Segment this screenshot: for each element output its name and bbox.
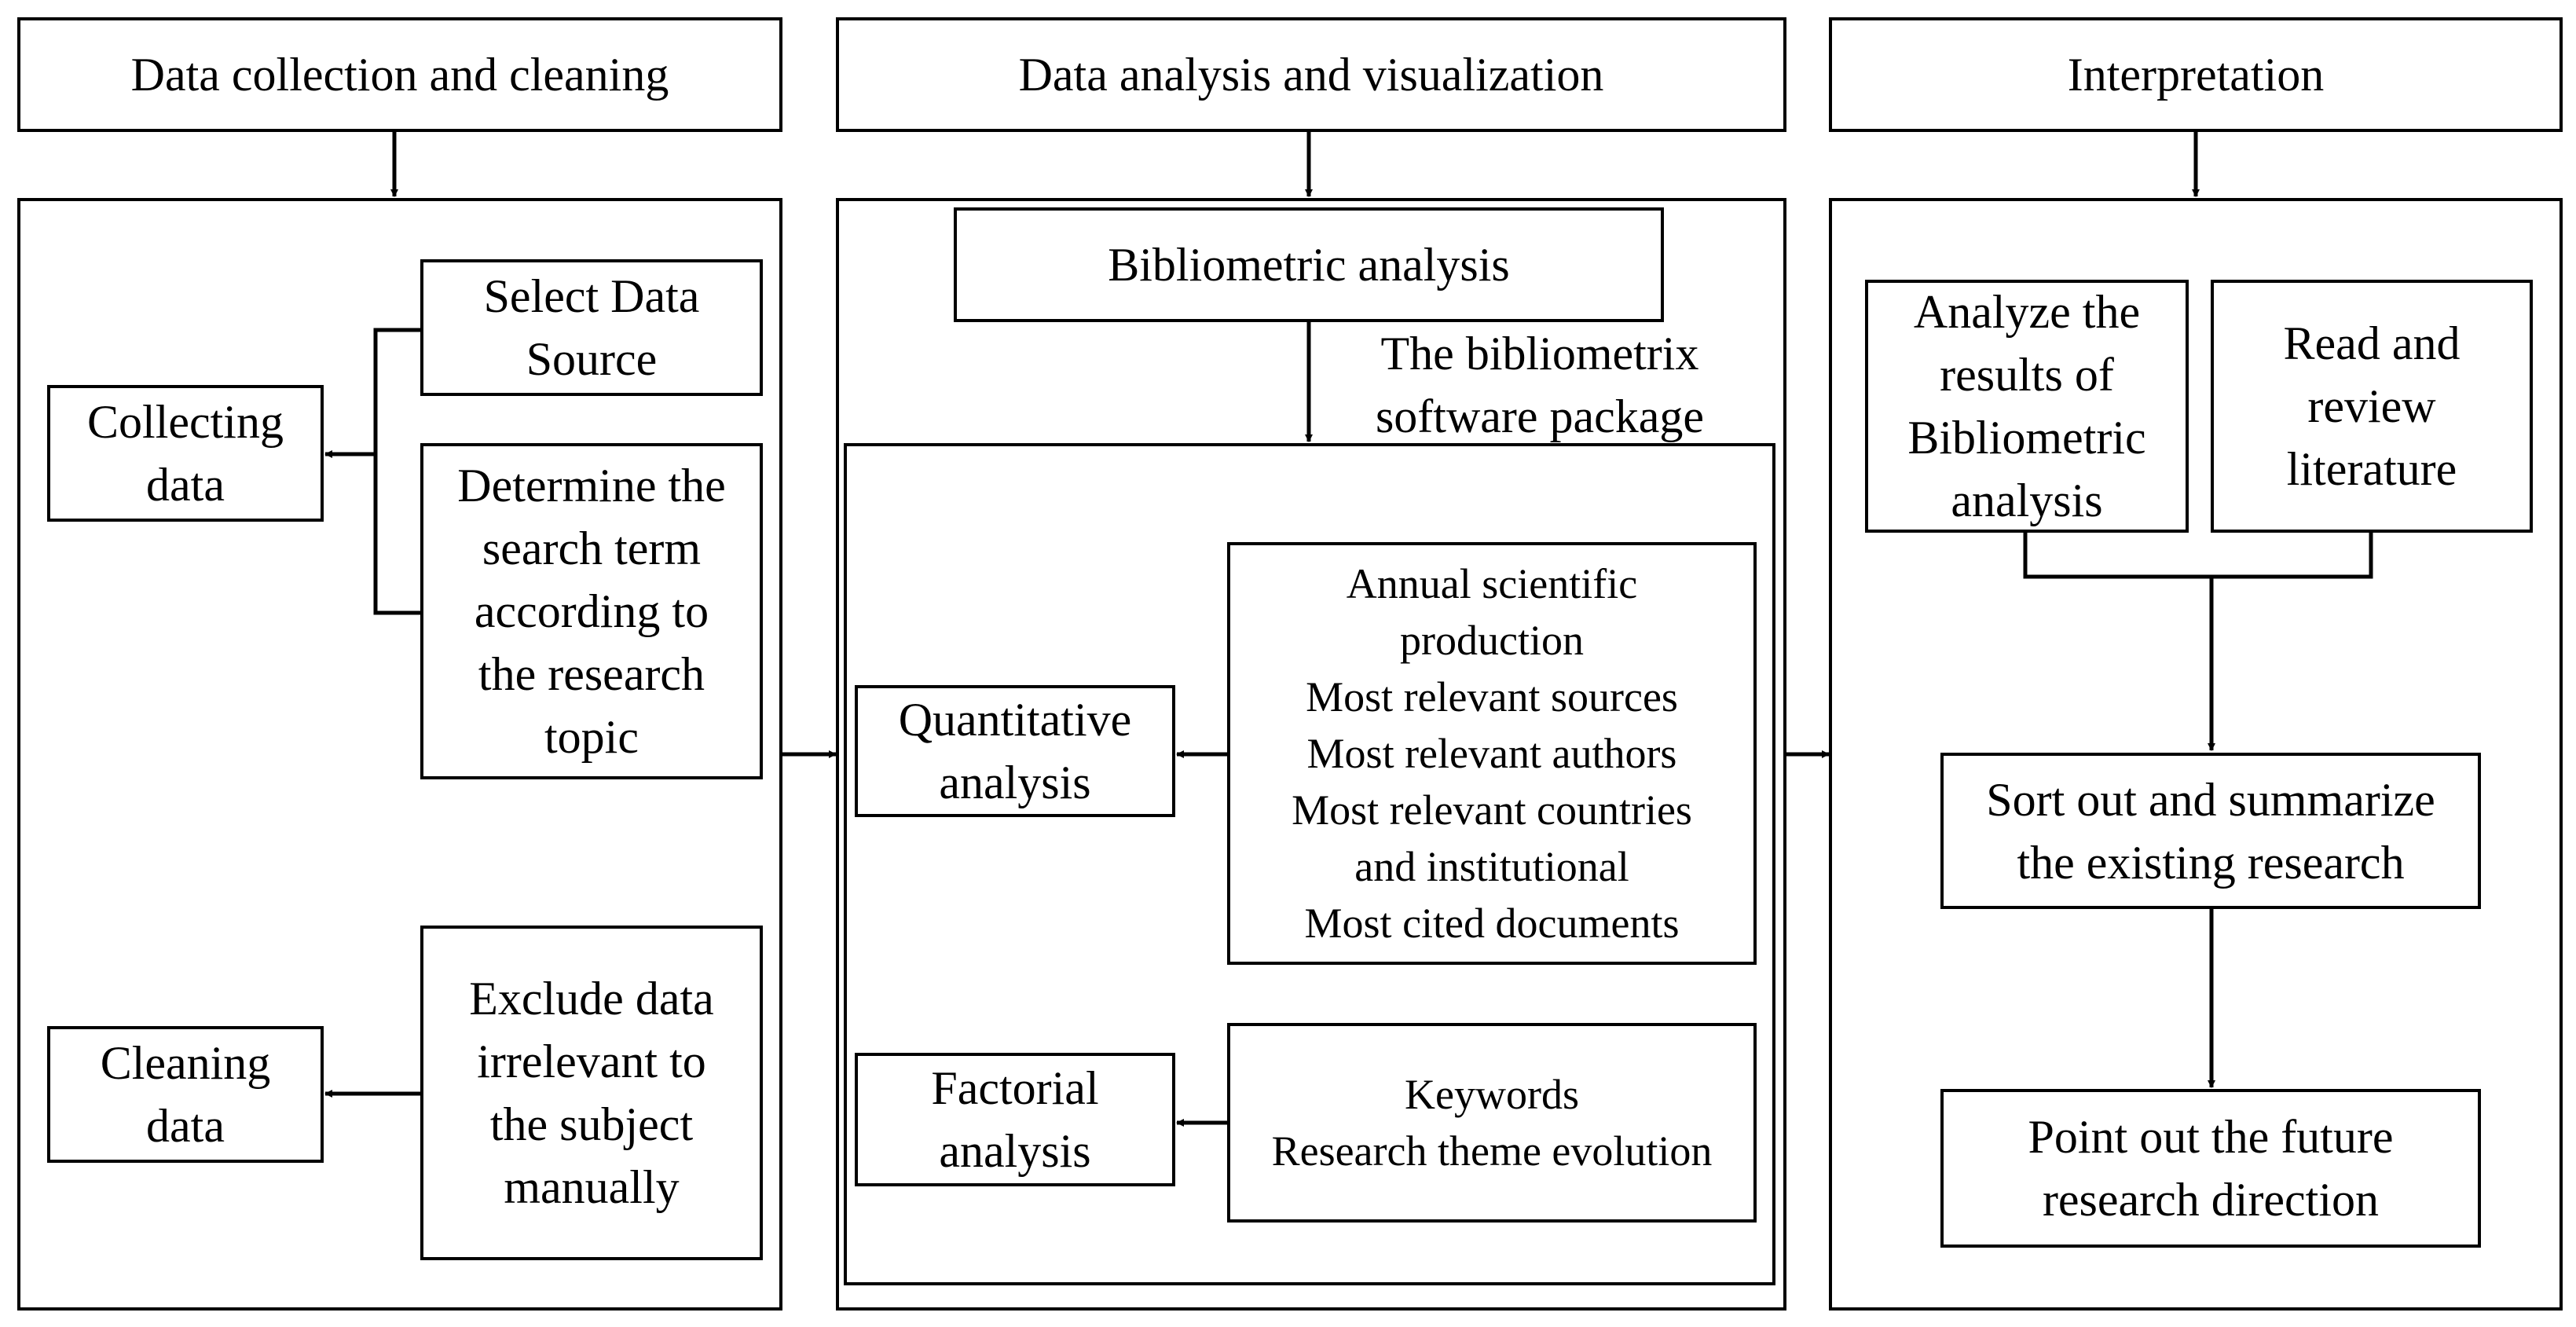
software-package-label: The bibliometrix software package bbox=[1336, 322, 1744, 448]
quantitative-analysis-box: Quantitative analysis bbox=[855, 685, 1175, 817]
fact-item-1: Keywords bbox=[1405, 1071, 1579, 1118]
bracket-collecting bbox=[373, 328, 420, 615]
quantitative-line-1: Quantitative bbox=[898, 694, 1132, 746]
quant-item-5: Most relevant countries bbox=[1292, 786, 1692, 834]
read-review-box: Read and review literature bbox=[2211, 280, 2533, 533]
search-term-line-1: Determine the bbox=[457, 460, 726, 511]
quantitative-line-2: analysis bbox=[939, 757, 1091, 808]
stage-header-analysis: Data analysis and visualization bbox=[836, 17, 1786, 132]
exclude-line-4: manually bbox=[504, 1161, 680, 1213]
stage-title-collection: Data collection and cleaning bbox=[130, 49, 669, 101]
exclude-line-3: the subject bbox=[489, 1098, 694, 1150]
factorial-analysis-box: Factorial analysis bbox=[855, 1053, 1175, 1186]
future-line-1: Point out the future bbox=[2028, 1111, 2394, 1163]
quant-item-2: production bbox=[1400, 617, 1584, 664]
read-line-1: Read and bbox=[2283, 317, 2461, 369]
bibliometric-label: Bibliometric analysis bbox=[1108, 239, 1510, 291]
factorial-line-2: analysis bbox=[939, 1125, 1091, 1177]
factorial-items-box: Keywords Research theme evolution bbox=[1227, 1023, 1757, 1223]
analyze-results-box: Analyze the results of Bibliometric anal… bbox=[1865, 280, 2189, 533]
select-source-line-1: Select Data bbox=[483, 270, 700, 322]
analyze-line-2: results of bbox=[1940, 349, 2114, 401]
future-direction-box: Point out the future research direction bbox=[1940, 1089, 2481, 1248]
stage-title-interpretation: Interpretation bbox=[2067, 49, 2325, 101]
search-term-line-3: according to bbox=[474, 585, 709, 637]
quant-item-6: and institutional bbox=[1354, 843, 1629, 890]
exclude-line-1: Exclude data bbox=[469, 973, 714, 1025]
select-source-line-2: Source bbox=[526, 333, 658, 385]
collecting-line-2: data bbox=[146, 459, 225, 511]
panel-collection bbox=[17, 198, 782, 1311]
search-term-line-5: topic bbox=[544, 711, 639, 763]
panel-interpretation bbox=[1829, 198, 2563, 1311]
future-line-2: research direction bbox=[2042, 1174, 2380, 1226]
stage-header-interpretation: Interpretation bbox=[1829, 17, 2563, 132]
select-data-source-box: Select Data Source bbox=[420, 259, 763, 396]
fact-item-2: Research theme evolution bbox=[1271, 1127, 1713, 1175]
search-term-line-4: the research bbox=[478, 648, 705, 700]
summarize-line-1: Sort out and summarize bbox=[1986, 773, 2435, 826]
bibliometric-analysis-box: Bibliometric analysis bbox=[954, 207, 1664, 322]
analyze-line-4: analysis bbox=[1951, 475, 2103, 526]
cleaning-line-1: Cleaning bbox=[100, 1037, 271, 1089]
quantitative-items-box: Annual scientific production Most releva… bbox=[1227, 542, 1757, 965]
panel-analysis bbox=[836, 198, 1786, 1311]
analysis-inner-box bbox=[844, 443, 1775, 1285]
software-line-2: software package bbox=[1375, 390, 1705, 442]
analyze-line-1: Analyze the bbox=[1913, 286, 2141, 338]
analyze-line-3: Bibliometric bbox=[1907, 412, 2146, 464]
stage-header-collection: Data collection and cleaning bbox=[17, 17, 782, 132]
exclude-line-2: irrelevant to bbox=[477, 1036, 706, 1087]
quant-item-7: Most cited documents bbox=[1304, 900, 1680, 947]
quant-item-1: Annual scientific bbox=[1346, 560, 1638, 607]
quant-item-3: Most relevant sources bbox=[1306, 673, 1678, 720]
exclude-data-box: Exclude data irrelevant to the subject m… bbox=[420, 926, 763, 1260]
search-term-line-2: search term bbox=[482, 522, 702, 574]
collecting-data-box: Collecting data bbox=[47, 385, 324, 522]
summarize-box: Sort out and summarize the existing rese… bbox=[1940, 753, 2481, 909]
merge-interpretation bbox=[2023, 533, 2373, 579]
cleaning-data-box: Cleaning data bbox=[47, 1026, 324, 1163]
quant-item-4: Most relevant authors bbox=[1306, 730, 1677, 777]
software-line-1: The bibliometrix bbox=[1380, 328, 1699, 379]
collecting-line-1: Collecting bbox=[87, 396, 284, 448]
search-term-box: Determine the search term according to t… bbox=[420, 443, 763, 779]
stage-title-analysis: Data analysis and visualization bbox=[1018, 49, 1604, 101]
summarize-line-2: the existing research bbox=[2017, 836, 2405, 889]
factorial-line-1: Factorial bbox=[931, 1062, 1099, 1114]
read-line-2: review bbox=[2307, 380, 2436, 432]
cleaning-line-2: data bbox=[146, 1100, 225, 1152]
read-line-3: literature bbox=[2286, 443, 2457, 495]
